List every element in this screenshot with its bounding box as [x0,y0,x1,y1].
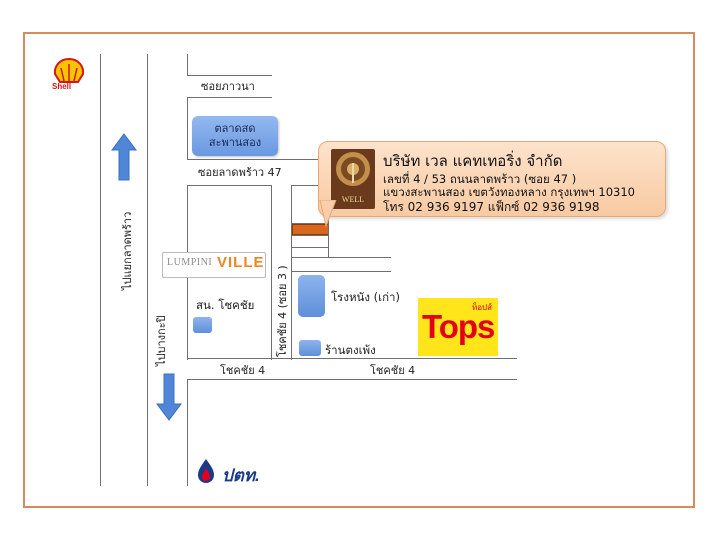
company-name: บริษัท เวล แคทเทอริ่ง จำกัด [383,152,563,170]
block-line-4 [291,257,391,258]
ptt-flame-icon [198,459,214,483]
well-catering-logo: WELL [331,149,375,209]
chokchai-soi3-left-edge [271,185,272,360]
soi-ladprao-47-bottom-left [187,185,271,186]
label-to-ladprao-junction: ไปแยกลาดพร้าว [121,211,134,290]
company-address-1: เลขที่ 4 / 53 ถนนลาดพร้าว (ซอย 47 ) [383,172,577,186]
label-soi-phawana: ซอยภาวนา [201,80,255,93]
market-label-2: สะพานสอง [208,136,262,149]
label-chokchai4-right: โชคชัย 4 [370,364,416,377]
shell-logo [53,57,85,83]
soi-phawana-edge [187,54,188,76]
ladprao-road-left-edge [100,54,101,486]
label-soi-ladprao-47: ซอยลาดพร้าว 47 [198,166,282,179]
block-line-3 [291,247,329,248]
lumpini-ville-logo: LUMPINI VILLE [162,252,266,278]
label-chokchai4-left: โชคชัย 4 [220,364,266,377]
well-logo-text: WELL [341,195,365,204]
block-line-5 [291,271,391,272]
company-info-callout: WELL บริษัท เวล แคทเทอริ่ง จำกัด เลขที่ … [318,141,666,217]
soi-phawana-line-top [187,75,272,76]
theater-marker [298,275,325,317]
ptt-logo-text: ปตท. [222,466,260,485]
block-line-2 [291,235,329,236]
soi-phawana-line-bottom [187,97,272,98]
shell-logo-text: Shell [52,82,72,91]
market-saphan-song: ตลาดสด สะพานสอง [192,116,278,156]
tops-logo: ท็อปส์ Tops [418,298,498,356]
soi-ladprao-47-top [187,159,320,160]
market-label-1: ตลาดสด [214,122,256,136]
shophouse-marker [299,340,321,356]
block-right-edge [328,212,329,257]
police-station-marker [193,317,212,333]
peacock-icon [336,152,370,186]
ladprao-road-right-edge [147,54,148,486]
soi-ladprao-47-bottom-right [291,185,331,186]
chokchai4-road-top [187,358,517,359]
company-phone: โทร 02 936 9197 แฟ็กซ์ 02 936 9198 [383,200,600,214]
lumpini-logo-text-a: LUMPINI [167,257,213,268]
label-chokchai4-soi3: โชคชัย 4 (ซอย 3 ) [276,265,289,357]
map-frame [23,32,695,508]
label-police-station: สน. โชคชัย [196,298,255,312]
arrow-down-icon [156,373,182,421]
company-address-2: แขวงสะพานสอง เขตวังทองหลาง กรุงเทพฯ 1031… [383,185,635,199]
arrow-up-icon [111,133,137,181]
callout-pointer [319,200,337,228]
market-block-edge [187,97,188,159]
label-shophouse: ร้านตงเพ้ง [325,343,376,357]
ptt-block-edge [187,379,188,486]
tops-logo-thai: ท็อปส์ [471,303,492,312]
chokchai4-road-bottom [187,379,517,380]
tops-logo-text: Tops [422,308,495,345]
chokchai-soi3-right-edge [291,185,292,360]
label-to-bangkapi: ไปบางกะปิ [155,315,168,366]
block-line-1 [291,223,329,224]
lumpini-logo-text-b: VILLE [217,254,265,271]
label-theater: โรงหนัง (เก่า) [331,290,401,304]
